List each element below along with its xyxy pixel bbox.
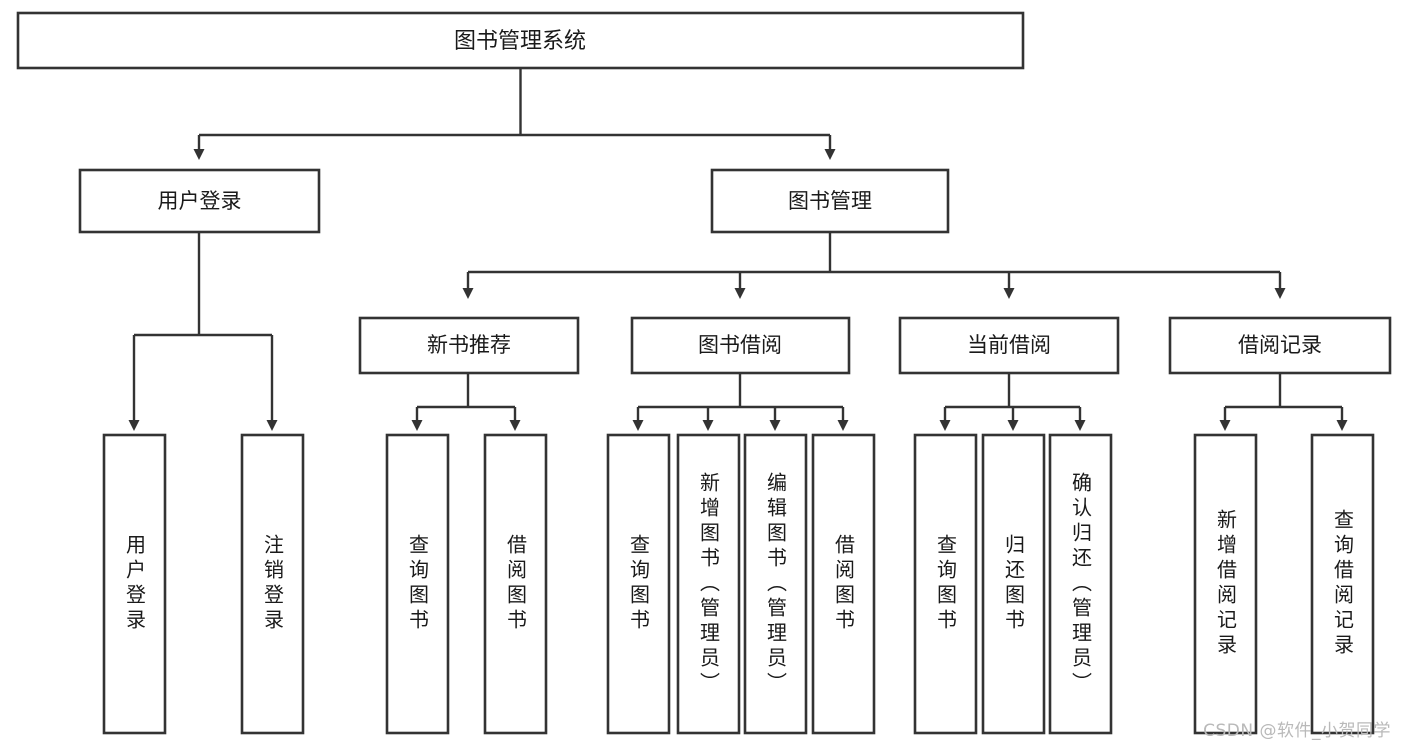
node-new-book-rec-box[interactable] [358,316,580,375]
node-current-borrow[interactable]: 当前借阅 [898,316,1120,375]
node-user-login[interactable]: 用户登录 [78,168,321,234]
connectors-borrow-record-to-leaves [1219,373,1348,431]
node-book-borrow[interactable]: 图书借阅 [630,316,851,375]
leaf-borrow-book-box[interactable] [811,433,876,735]
leaf-add-book-box[interactable] [676,433,741,735]
node-new-book-rec[interactable]: 新书推荐 [358,316,580,375]
connectors-book-manage-to-level3 [462,233,1286,299]
leaf-user-login-box[interactable] [102,433,167,735]
connectors-new-book-rec-to-leaves [411,373,521,431]
leaf-query-book-rec-box[interactable] [385,433,450,735]
node-root-label: 图书管理系统 [454,29,586,54]
node-root-box[interactable] [16,11,1025,70]
leaf-confirm-return-box[interactable] [1048,433,1113,735]
csdn-watermark: CSDN @软件_小贺同学 [1203,721,1391,741]
node-root[interactable]: 图书管理系统 [16,11,1025,70]
leaf-edit-book-box[interactable] [743,433,808,735]
node-new-book-rec-label: 新书推荐 [427,333,511,357]
node-user-login-box[interactable] [78,168,321,234]
connectors-user-login-to-leaves [128,232,278,431]
leaf-add-record-box[interactable] [1193,433,1258,735]
leaf-user-logout-box[interactable] [240,433,305,735]
leaf-borrow-book-rec-box[interactable] [483,433,548,735]
leaf-return-book-box[interactable] [981,433,1046,735]
node-current-borrow-box[interactable] [898,316,1120,375]
connectors-current-borrow-to-leaves [939,373,1086,431]
node-book-borrow-label: 图书借阅 [698,333,782,357]
connectors-book-borrow-to-leaves [632,373,849,431]
node-book-borrow-box[interactable] [630,316,851,375]
leaf-boxes [102,433,1375,735]
leaf-query-book-borrow-box[interactable] [606,433,671,735]
connectors-root-to-level2 [193,68,836,160]
node-user-login-label: 用户登录 [158,189,242,213]
node-borrow-record-label: 借阅记录 [1238,333,1322,357]
node-book-manage[interactable]: 图书管理 [710,168,950,234]
node-book-manage-label: 图书管理 [788,189,872,213]
leaf-query-record-box[interactable] [1310,433,1375,735]
leaf-query-book-cur-box[interactable] [913,433,978,735]
node-book-manage-box[interactable] [710,168,950,234]
node-current-borrow-label: 当前借阅 [967,333,1051,357]
node-borrow-record[interactable]: 借阅记录 [1168,316,1392,375]
node-borrow-record-box[interactable] [1168,316,1392,375]
